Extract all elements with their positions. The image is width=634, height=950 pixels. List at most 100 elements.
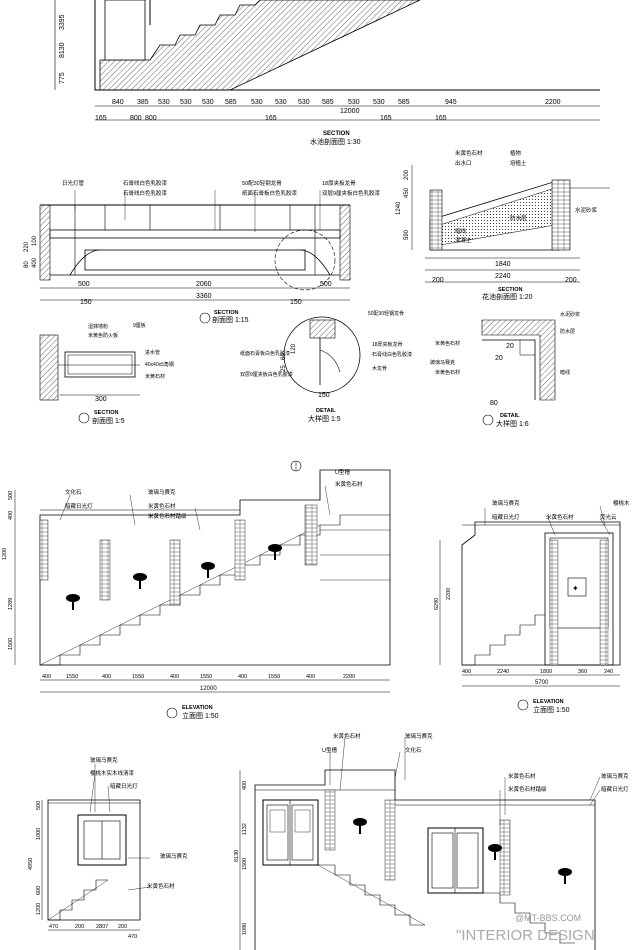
svg-text:150: 150 [318, 392, 330, 399]
svg-text:文化石: 文化石 [65, 488, 82, 496]
svg-text:防水层: 防水层 [510, 214, 527, 222]
svg-text:385: 385 [137, 99, 149, 106]
svg-text:20: 20 [506, 343, 514, 350]
svg-text:400: 400 [462, 669, 471, 675]
svg-text:530: 530 [348, 99, 360, 106]
svg-text:5700: 5700 [535, 680, 549, 686]
svg-text:出水口: 出水口 [455, 159, 472, 167]
svg-text:1000: 1000 [36, 828, 42, 840]
dim-3395: 3395 [59, 14, 66, 30]
svg-text:400: 400 [8, 511, 14, 520]
svg-text:米黄色石材: 米黄色石材 [435, 340, 460, 347]
svg-text:945: 945 [445, 99, 457, 106]
svg-text:40x40x5角钢: 40x40x5角钢 [145, 361, 174, 368]
svg-text:500: 500 [8, 491, 14, 500]
svg-text:120: 120 [291, 343, 297, 354]
svg-text:6290: 6290 [434, 598, 440, 610]
svg-text:400: 400 [242, 781, 248, 790]
svg-text:80: 80 [24, 261, 30, 268]
svg-text:大样图 1:6: 大样图 1:6 [496, 419, 529, 428]
svg-text:米黄色防火板: 米黄色防火板 [88, 332, 118, 339]
svg-text:1550: 1550 [200, 674, 212, 680]
svg-text:1200: 1200 [36, 903, 42, 915]
svg-text:水泥砂浆: 水泥砂浆 [575, 206, 598, 214]
svg-text:米黄色石材: 米黄色石材 [335, 480, 363, 488]
ceil-dim-150a: 150 [80, 299, 92, 306]
ceil-dim-500a: 500 [78, 281, 90, 288]
svg-text:530: 530 [251, 99, 263, 106]
planter-title: 花池剖面图 1:20 [482, 292, 533, 301]
label-double-plywood: 双层9厘夹板白色乳胶漆 [322, 189, 381, 197]
svg-text:530: 530 [180, 99, 192, 106]
svg-text:200: 200 [565, 277, 577, 284]
label-keel: 50配30轻钢龙骨 [242, 179, 282, 187]
svg-text:暗藏日光灯: 暗藏日光灯 [601, 785, 629, 793]
svg-text:SECTION: SECTION [94, 410, 118, 416]
svg-text:9厘板: 9厘板 [133, 322, 146, 329]
svg-text:400: 400 [306, 674, 315, 680]
svg-text:1550: 1550 [268, 674, 280, 680]
ceiling-section: 日光灯管 石膏线白色乳胶漆 石膏线白色乳胶漆 50配30轻钢龙骨 纸面石膏板白色… [24, 179, 381, 324]
svg-text:530: 530 [298, 99, 310, 106]
ceil-title: 剖面图 1:15 [212, 315, 249, 324]
svg-text:进水管: 进水管 [145, 349, 160, 356]
svg-text:165: 165 [95, 115, 107, 122]
svg-text:暗线: 暗线 [455, 227, 467, 235]
svg-text:DETAIL: DETAIL [500, 413, 520, 419]
svg-text:12000: 12000 [200, 686, 217, 692]
svg-text:樱桃木: 樱桃木 [613, 499, 630, 507]
svg-text:200: 200 [432, 277, 444, 284]
svg-text:DETAIL: DETAIL [316, 408, 336, 414]
svg-text:2240: 2240 [497, 669, 509, 675]
svg-text:600: 600 [36, 886, 42, 895]
svg-text:1800: 1800 [540, 669, 552, 675]
svg-text:800: 800 [145, 115, 157, 122]
label-plywood-keel: 18厚夹板龙骨 [322, 179, 356, 187]
elevation-3: 玻璃马赛克 樱桃木实木线清漆 暗藏日光灯 玻璃马赛克 米黄色石材 500 100… [28, 756, 188, 940]
svg-text:800: 800 [130, 115, 142, 122]
svg-text:"INTERIOR DESIGN: "INTERIOR DESIGN [456, 927, 595, 944]
svg-text:360: 360 [578, 669, 587, 675]
svg-text:米黄色石材: 米黄色石材 [455, 149, 483, 157]
svg-text:200: 200 [404, 169, 410, 180]
elevation-4: 米黄色石材 U型槽 玻璃马赛克 文化石 米黄色石材 米黄色石材踏级 玻璃马赛克 … [234, 732, 629, 950]
box-detail: 湿抹墙粉 米黄色防火板 9厘板 进水管 40x40x5角钢 米黄石材 300 S… [39, 322, 174, 425]
svg-text:玻璃马赛克: 玻璃马赛克 [160, 852, 188, 860]
svg-text:U型槽: U型槽 [322, 746, 337, 754]
svg-text:ELEVATION: ELEVATION [182, 705, 213, 711]
svg-text:ELEVATION: ELEVATION [533, 699, 564, 705]
svg-text:400: 400 [238, 674, 247, 680]
svg-text:1500: 1500 [8, 638, 14, 650]
svg-text:400: 400 [102, 674, 111, 680]
svg-text:840: 840 [112, 99, 124, 106]
svg-text:暗藏日光灯: 暗藏日光灯 [110, 782, 138, 790]
svg-text:8130: 8130 [234, 850, 240, 862]
svg-text:400: 400 [170, 674, 179, 680]
dim-8130: 8130 [59, 42, 66, 58]
label-gypsum: 纸面石膏板白色乳胶漆 [242, 189, 298, 197]
top-tag: SECTION [323, 131, 350, 137]
svg-text:米黄色石材: 米黄色石材 [435, 369, 460, 376]
svg-text:2200: 2200 [446, 588, 452, 600]
label-plaster-1: 石膏线白色乳胶漆 [123, 179, 168, 187]
svg-text:200: 200 [118, 924, 127, 930]
detail-b: 水泥砂浆 防水层 米黄色石材 玻璃马赛克 米黄色石材 暗线 20 20 80 D… [430, 311, 580, 428]
svg-text:1289: 1289 [8, 598, 14, 610]
svg-text:100: 100 [32, 235, 38, 246]
top-total: 12000 [340, 108, 360, 115]
svg-text:2200: 2200 [545, 99, 561, 106]
svg-text:玻璃马赛克: 玻璃马赛克 [492, 499, 520, 507]
svg-text:剖面图 1:5: 剖面图 1:5 [92, 416, 125, 425]
svg-text:80: 80 [490, 400, 498, 407]
svg-text:暗藏日光灯: 暗藏日光灯 [492, 513, 520, 521]
svg-text:纸面石膏板白色乳胶漆: 纸面石膏板白色乳胶漆 [240, 350, 290, 357]
svg-text:500: 500 [36, 801, 42, 810]
elevation-2: ✦ 玻璃马赛克 樱桃木 暗藏日光灯 米黄色石材 荧光云 6290 2200 40… [434, 499, 630, 714]
svg-text:165: 165 [265, 115, 277, 122]
svg-text:米黄色石材: 米黄色石材 [148, 502, 176, 510]
svg-text:1840: 1840 [495, 261, 511, 268]
svg-text:石膏线白色乳胶漆: 石膏线白色乳胶漆 [372, 351, 412, 358]
svg-text:165: 165 [380, 115, 392, 122]
svg-text:暗线: 暗线 [560, 369, 570, 376]
svg-text:混凝土: 混凝土 [455, 236, 472, 244]
